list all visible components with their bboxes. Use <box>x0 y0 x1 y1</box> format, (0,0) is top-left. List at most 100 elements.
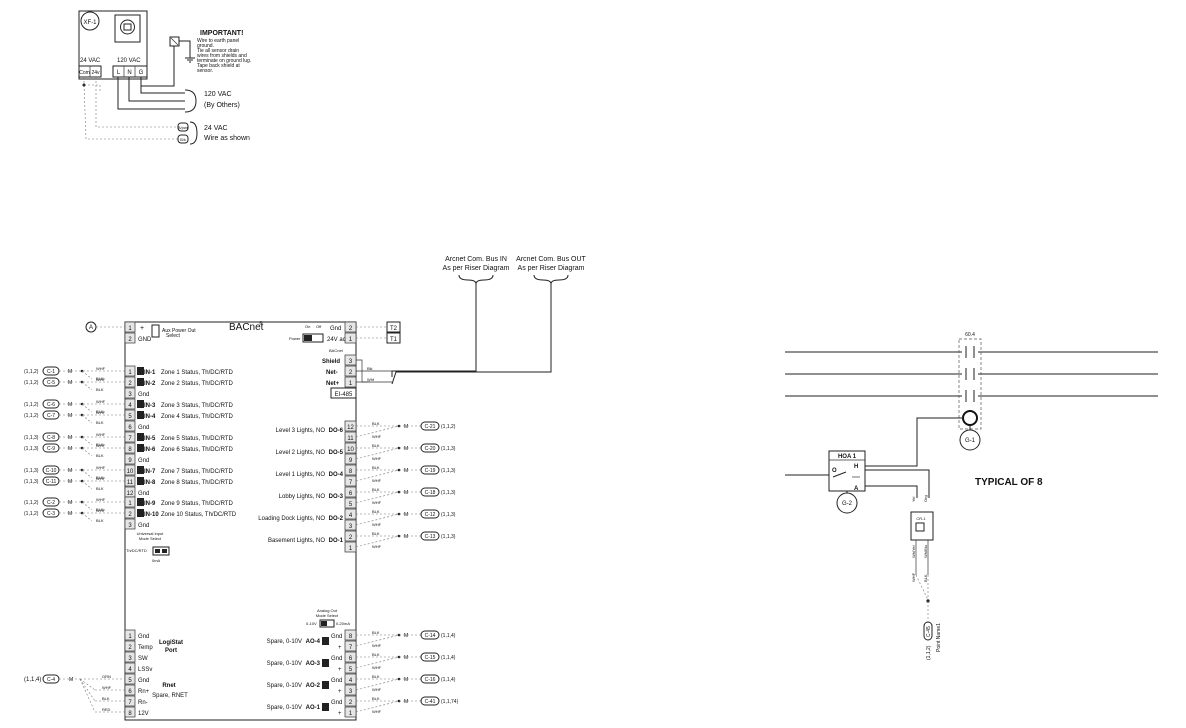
output-id: DO-4 <box>329 472 344 478</box>
terminal-number: 8 <box>349 469 353 475</box>
wire-tag-blk: BLK <box>372 465 380 470</box>
point-ref: C-19 <box>425 468 436 474</box>
svg-text:12V: 12V <box>138 711 149 717</box>
input-id: IN-8 <box>144 480 156 486</box>
transformer-24v-label: 24 VAC <box>80 58 101 64</box>
wire-tag-blk: BLK <box>372 674 380 679</box>
svg-text:EI-485: EI-485 <box>335 392 353 398</box>
input-description: Zone 5 Status, Th/DC/RTD <box>161 436 233 442</box>
wire-tag-whf: WHF <box>96 443 106 448</box>
terminal-number: 9 <box>349 458 353 464</box>
ao-plus-label: + <box>338 667 342 673</box>
svg-text:ground.: ground. <box>197 43 214 49</box>
point-ref: C-11 <box>46 479 57 485</box>
svg-text:Aux Power Out: Aux Power Out <box>162 328 196 334</box>
wire-tag-whf: WHF <box>96 432 106 437</box>
point-ref: C-2 <box>47 500 55 506</box>
input-row: 3 Gnd <box>124 387 149 399</box>
input-terminal <box>124 453 136 465</box>
svg-text:2: 2 <box>349 370 353 376</box>
rs485-port: BACnet 3 2 1 Shield Net- Net+ EI-485 Blk… <box>322 348 392 399</box>
transformer-tag-bubble <box>80 11 100 31</box>
input-id: IN-7 <box>144 469 156 475</box>
wire-tag-blk: BLK <box>96 376 104 381</box>
point-address: (1,1,4) <box>441 633 456 639</box>
point-address: (1,1,2) <box>24 402 39 408</box>
point-address: (1,1,2) <box>24 500 39 506</box>
ground-label: Gnd <box>138 392 149 398</box>
output-wire <box>355 513 400 526</box>
svg-text:Wire to earth panel: Wire to earth panel <box>197 38 239 44</box>
terminal-number: 10 <box>347 447 354 453</box>
svg-text:M: M <box>69 677 73 683</box>
point-ref: C-12 <box>425 512 436 518</box>
point-ref: C-8 <box>47 435 55 441</box>
terminal-number: 3 <box>128 392 132 398</box>
terminal-24v: 24v <box>91 70 100 76</box>
svg-text:T1: T1 <box>390 337 398 343</box>
output-description: Level 3 Lights, NO <box>276 428 326 434</box>
point-ref-tag <box>420 443 440 453</box>
svg-text:On: On <box>305 324 310 329</box>
input-id: IN-9 <box>144 501 156 507</box>
svg-text:Net-: Net- <box>326 370 338 376</box>
point-ref-tag <box>420 531 440 541</box>
terminal-number: 1 <box>128 501 132 507</box>
output-description: Spare, 0-10V <box>267 661 302 667</box>
svg-text:®: ® <box>259 320 263 327</box>
svg-text:As per Riser Diagram: As per Riser Diagram <box>443 265 510 272</box>
bacnet-logo: BACnet <box>229 322 264 333</box>
ao-plus-label: + <box>338 711 342 717</box>
svg-text:1: 1 <box>128 634 132 640</box>
coil-tag-bubble <box>959 429 981 451</box>
svg-text:GRN: GRN <box>102 674 111 679</box>
svg-text:Analog Out: Analog Out <box>317 608 338 613</box>
wire-tag-whf: WHF <box>372 709 382 714</box>
arcnet-bus: Arcnet Com. Bus IN As per Riser Diagram … <box>391 256 587 385</box>
svg-text:Select: Select <box>166 333 181 339</box>
contact-3 <box>962 390 978 402</box>
wire-tag-whf: WHF <box>96 377 106 382</box>
point-address: (1,1,3) <box>24 446 39 452</box>
wire-tag-whf: WHF <box>96 366 106 371</box>
wire-tag-whf: WHF <box>96 465 106 470</box>
svg-text:Tape back shield at: Tape back shield at <box>197 63 240 69</box>
input-indicator <box>137 509 144 517</box>
svg-text:Blk: Blk <box>367 366 373 371</box>
input-indicator <box>137 433 144 441</box>
point-address: (1,1,3) <box>24 479 39 485</box>
output-wire <box>355 634 400 647</box>
svg-text:WHF: WHF <box>911 572 916 582</box>
output-wire <box>355 656 400 669</box>
svg-text:BLK: BLK <box>923 574 928 582</box>
output-description: Loading Dock Lights, NO <box>258 516 325 522</box>
ground-label: Gnd <box>138 523 149 529</box>
feed-120-brace <box>184 89 197 113</box>
point-address: (1,1,3) <box>24 435 39 441</box>
svg-text:Rnet: Rnet <box>162 683 175 689</box>
hoa-switch: HOA 1 O H A G-2 <box>828 450 866 514</box>
svg-text:24V ac: 24V ac <box>327 337 346 343</box>
svg-text:1: 1 <box>128 326 132 332</box>
point-ref: C-6 <box>47 402 55 408</box>
svg-text:2: 2 <box>128 645 132 651</box>
svg-text:7: 7 <box>128 700 132 706</box>
wire-tag-m: M <box>68 435 72 441</box>
svg-text:+: + <box>140 325 144 332</box>
svg-text:Port: Port <box>165 648 177 654</box>
svg-text:Gnd: Gnd <box>138 634 149 640</box>
terminal-g: G <box>139 70 144 76</box>
terminal-number: 5 <box>349 667 353 673</box>
output-id: AO-4 <box>306 639 321 645</box>
wire-tag-whf: WHF <box>372 522 382 527</box>
